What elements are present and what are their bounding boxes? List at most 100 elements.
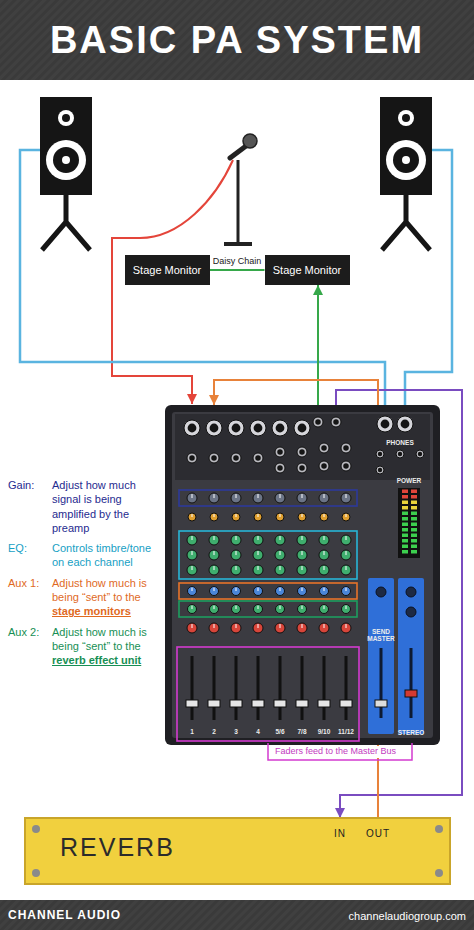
mic-cable [112, 160, 233, 404]
fader-slot [279, 656, 282, 720]
knob [280, 624, 281, 628]
microphone [243, 134, 257, 148]
reverb-face [435, 825, 443, 833]
label-box: Faders feed to the Master Bus [273, 746, 398, 758]
annotation-text: Adjust how much signal is being amplifie… [52, 478, 162, 535]
panel-label: 1 [181, 728, 203, 735]
knob [276, 513, 284, 521]
knob [231, 535, 241, 545]
knob [188, 587, 197, 596]
input-jack [206, 420, 222, 436]
level-meter [402, 490, 408, 494]
knob [209, 535, 219, 545]
knob [346, 551, 347, 555]
knob [324, 566, 325, 570]
speaker [382, 195, 430, 250]
speaker [386, 140, 426, 180]
input-jack [341, 443, 351, 453]
knob [406, 607, 416, 617]
reverb-face [32, 825, 40, 833]
knob [342, 587, 351, 596]
speaker [46, 140, 86, 180]
speaker [40, 97, 92, 195]
input-jack [396, 450, 404, 458]
mic-cable [112, 160, 233, 404]
speaker-cable [405, 150, 452, 412]
speaker-cable [20, 150, 452, 412]
annotation-text: Adjust how much is being “sent” to the [52, 576, 162, 605]
knob [341, 493, 351, 503]
fader-cap [274, 700, 286, 707]
knob [254, 587, 263, 596]
signal-cable [317, 285, 319, 405]
row-outline [179, 490, 357, 506]
knob [297, 550, 307, 560]
mixer-label-box: 11/12 [335, 728, 357, 735]
input-jack [299, 465, 305, 471]
knob [302, 588, 303, 592]
panel-label: PHONES [378, 439, 422, 446]
knob [302, 551, 303, 555]
speaker [402, 156, 410, 164]
mixer-body [165, 405, 440, 745]
panel-label: 5/6 [269, 728, 291, 735]
input-jack [231, 453, 241, 463]
knob [192, 566, 193, 570]
mixer-label-box: STEREO [396, 729, 426, 736]
knob [258, 588, 259, 592]
knob [280, 588, 281, 592]
knob [232, 605, 241, 614]
label-box: EQ: [8, 541, 52, 555]
annotation-heading: Gain: [8, 478, 52, 492]
knob [231, 550, 241, 560]
microphone [224, 242, 252, 246]
knob [258, 551, 259, 555]
reverb-unit: INOUTREVERB [25, 818, 450, 884]
level-meter [402, 534, 408, 538]
knob [236, 606, 237, 610]
mixer-body [175, 414, 430, 480]
knob [275, 550, 285, 560]
knob [236, 514, 237, 517]
output-port: OUT [363, 818, 393, 841]
knob [254, 513, 262, 521]
knob [210, 587, 219, 596]
knob [320, 587, 329, 596]
microphone [237, 160, 240, 243]
knob [214, 566, 215, 570]
knob [276, 605, 285, 614]
knob [253, 550, 263, 560]
knob [253, 535, 263, 545]
knob [280, 494, 281, 498]
knob [280, 514, 281, 517]
knob [210, 513, 218, 521]
web-address: channelaudiogroup.com [349, 909, 466, 923]
level-meter [411, 517, 417, 521]
microphone [224, 134, 257, 244]
input-jack [321, 463, 327, 469]
knob [341, 535, 351, 545]
fader-cap [318, 700, 330, 707]
input-jack [232, 424, 241, 433]
mixer-label-box: PHONES [378, 439, 422, 446]
knob [258, 494, 259, 498]
knob [342, 513, 350, 521]
annotation-text: stage monitors [52, 604, 162, 618]
reverb-face [435, 869, 443, 877]
annotation-text: Controls timbre/tone on each channel [52, 541, 162, 570]
knob [232, 513, 240, 521]
knob [302, 514, 303, 517]
knob [298, 513, 306, 521]
panel-label: 11/12 [335, 728, 357, 735]
input-jack [277, 465, 283, 471]
panel-label: 2 [203, 728, 225, 735]
input-jack [319, 461, 329, 471]
knob [192, 514, 193, 517]
knob [346, 514, 347, 517]
input-jack [343, 463, 349, 469]
knob [346, 588, 347, 592]
knob [214, 624, 215, 628]
level-meter [411, 495, 417, 499]
speaker-cable [20, 150, 385, 412]
